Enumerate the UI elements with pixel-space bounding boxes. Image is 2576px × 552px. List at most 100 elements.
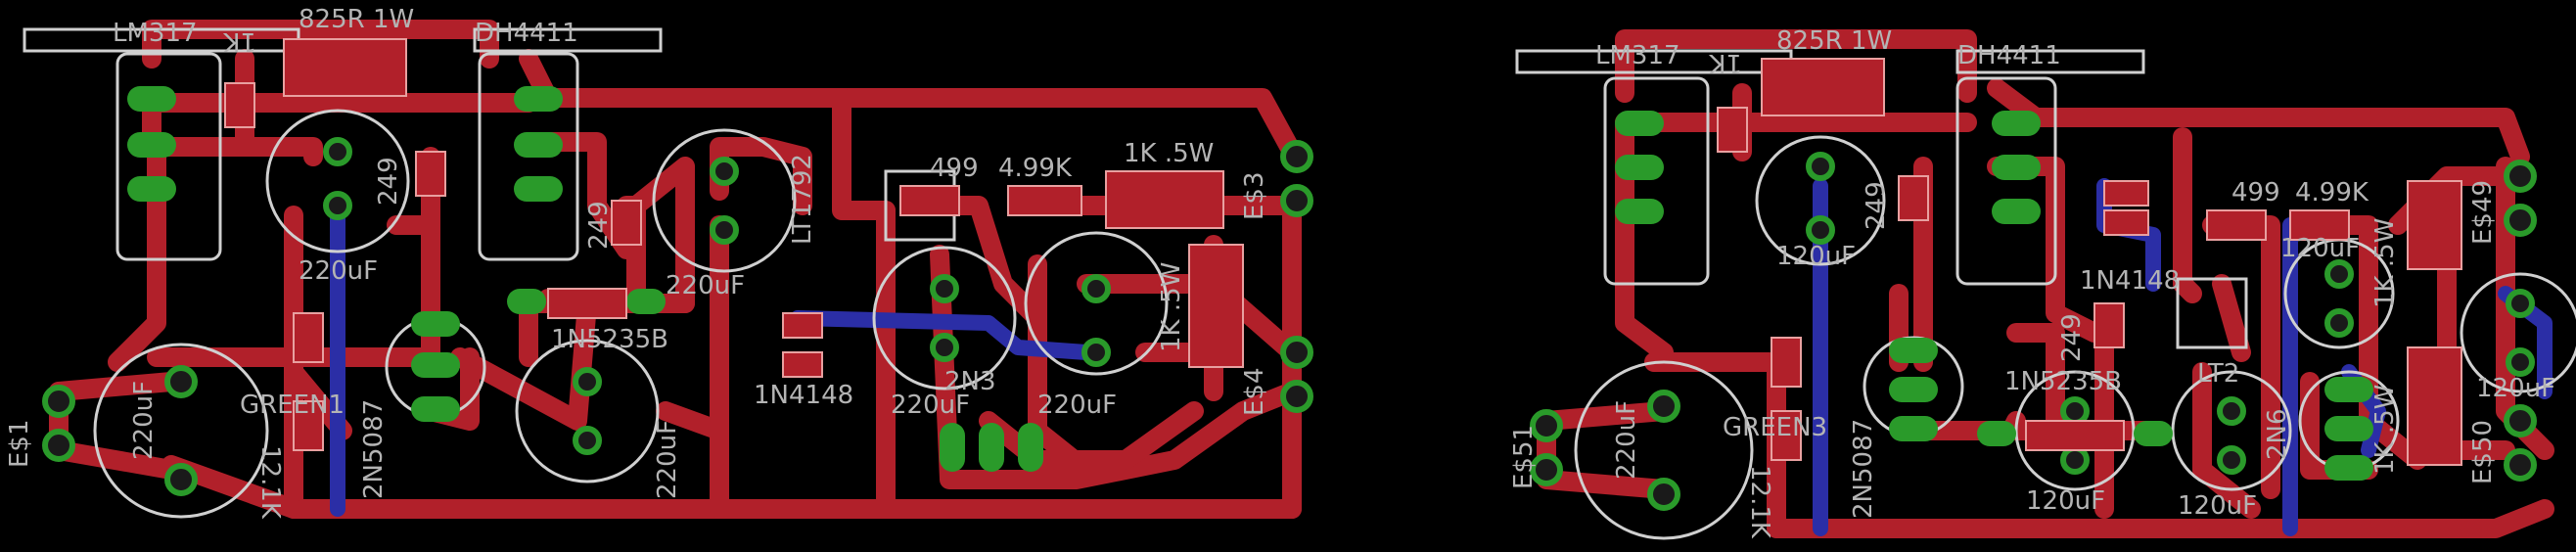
label-es49: E$49	[2468, 180, 2498, 245]
label-499: 499	[2231, 178, 2280, 207]
via	[2217, 396, 2246, 426]
via	[573, 426, 602, 455]
pad	[1889, 416, 1938, 441]
board-1-smd	[224, 38, 1244, 451]
capacitor-outline	[93, 343, 269, 519]
resistor-249	[611, 200, 642, 246]
label-1k-5w-a: 1K .5W	[2370, 218, 2400, 308]
via	[2504, 404, 2537, 437]
label-12k: 12.1K	[1745, 465, 1774, 539]
capacitor-outline	[1024, 231, 1169, 376]
label-2n3: 2N3	[944, 367, 996, 396]
capacitor-outline	[872, 246, 1017, 391]
label-2n5087: 2N5087	[359, 399, 389, 499]
label-220uf-right-b: 220uF	[1037, 391, 1117, 420]
dh4411-body	[478, 52, 579, 261]
label-1n4148: 1N4148	[754, 381, 853, 410]
board-1-bottom-copper	[330, 198, 1094, 517]
resistor-1k-5w	[2407, 180, 2462, 270]
label-120uf-top: 120uF	[1776, 242, 1856, 271]
pad	[626, 289, 666, 314]
trace	[142, 88, 323, 166]
pad	[411, 352, 460, 378]
trace	[2173, 127, 2202, 303]
pad	[2324, 416, 2373, 441]
label-220uf-left: 220uF	[129, 381, 159, 460]
resistor-499	[899, 185, 960, 216]
resistor-499k	[2289, 209, 2350, 241]
dh4411-body	[1955, 76, 2057, 286]
trace	[2192, 362, 2261, 519]
resistor-825r	[1761, 58, 1885, 116]
label-220uf-left: 220uF	[1612, 400, 1641, 480]
diode-1n4148	[782, 312, 823, 339]
capacitor-outline	[1574, 360, 1754, 540]
trace	[1615, 113, 1674, 362]
pad	[2324, 455, 2373, 481]
via	[2060, 445, 2090, 475]
via	[710, 215, 739, 245]
resistor-249	[415, 151, 446, 197]
pad	[514, 132, 563, 158]
capacitor-outline	[515, 339, 660, 483]
label-es50: E$50	[2468, 420, 2498, 484]
pad	[411, 311, 460, 337]
resistor-12k	[293, 312, 324, 363]
label-499: 499	[930, 154, 979, 183]
board-1-labels: LM317 825R 1W DH4411 1K 249 249 220uF 22…	[5, 5, 1269, 520]
trace	[900, 196, 1042, 323]
resistor-499k	[1007, 185, 1082, 216]
via	[164, 463, 198, 496]
capacitor-outline	[2014, 370, 2136, 491]
pad	[1018, 423, 1043, 472]
label-120uf-mid: 120uF	[2280, 234, 2360, 263]
label-249-b: 249	[584, 201, 614, 250]
trace	[1644, 352, 2554, 538]
resistor-1k-5w	[2407, 346, 2462, 466]
via	[710, 157, 739, 186]
trace	[979, 401, 1204, 470]
board-1: LM317 825R 1W DH4411 1K 249 249 220uF 22…	[5, 5, 1313, 520]
capacitor-outline	[652, 128, 797, 273]
trace	[519, 49, 1302, 161]
pad	[1889, 377, 1938, 402]
via	[1081, 338, 1111, 367]
via	[1806, 215, 1835, 245]
label-1k-5w-a: 1K .5W	[1124, 139, 1214, 168]
via	[323, 191, 352, 220]
trace	[284, 206, 352, 440]
label-1k-top: 1K	[222, 26, 256, 56]
via	[930, 333, 959, 362]
diode-1n5235b	[2025, 420, 2125, 451]
label-1k-5w-b: 1K .5W	[1157, 262, 1186, 352]
label-220uf-mid: 220uF	[666, 271, 745, 300]
via	[2324, 259, 2354, 289]
label-1n5235b: 1N5235B	[2004, 367, 2122, 396]
resistor-825r	[283, 38, 407, 97]
label-1k-top: 1K	[1708, 48, 1742, 77]
via	[1647, 390, 1680, 423]
dh4411-outline	[473, 27, 663, 53]
via	[2504, 204, 2537, 237]
via	[323, 137, 352, 166]
pad	[514, 176, 563, 202]
lm317-body	[1603, 76, 1710, 286]
resistor-249	[1898, 175, 1929, 221]
pad	[1992, 199, 2041, 224]
trace	[142, 20, 499, 69]
resistor-249	[2093, 302, 2125, 348]
diode	[2103, 209, 2149, 236]
trace	[1028, 254, 1096, 480]
via	[2060, 396, 2090, 426]
pad	[127, 132, 176, 158]
label-120uf-bottom-b: 120uF	[2178, 491, 2257, 521]
label-2n6: 2N6	[2263, 408, 2292, 460]
trace	[1615, 29, 1977, 103]
trace	[108, 137, 166, 372]
label-lt2: LT2	[2197, 359, 2239, 389]
capacitor-outline	[265, 109, 410, 253]
ic-outline	[2176, 277, 2248, 349]
label-lt1792: LT1792	[788, 154, 817, 245]
resistor-1k	[224, 82, 255, 128]
